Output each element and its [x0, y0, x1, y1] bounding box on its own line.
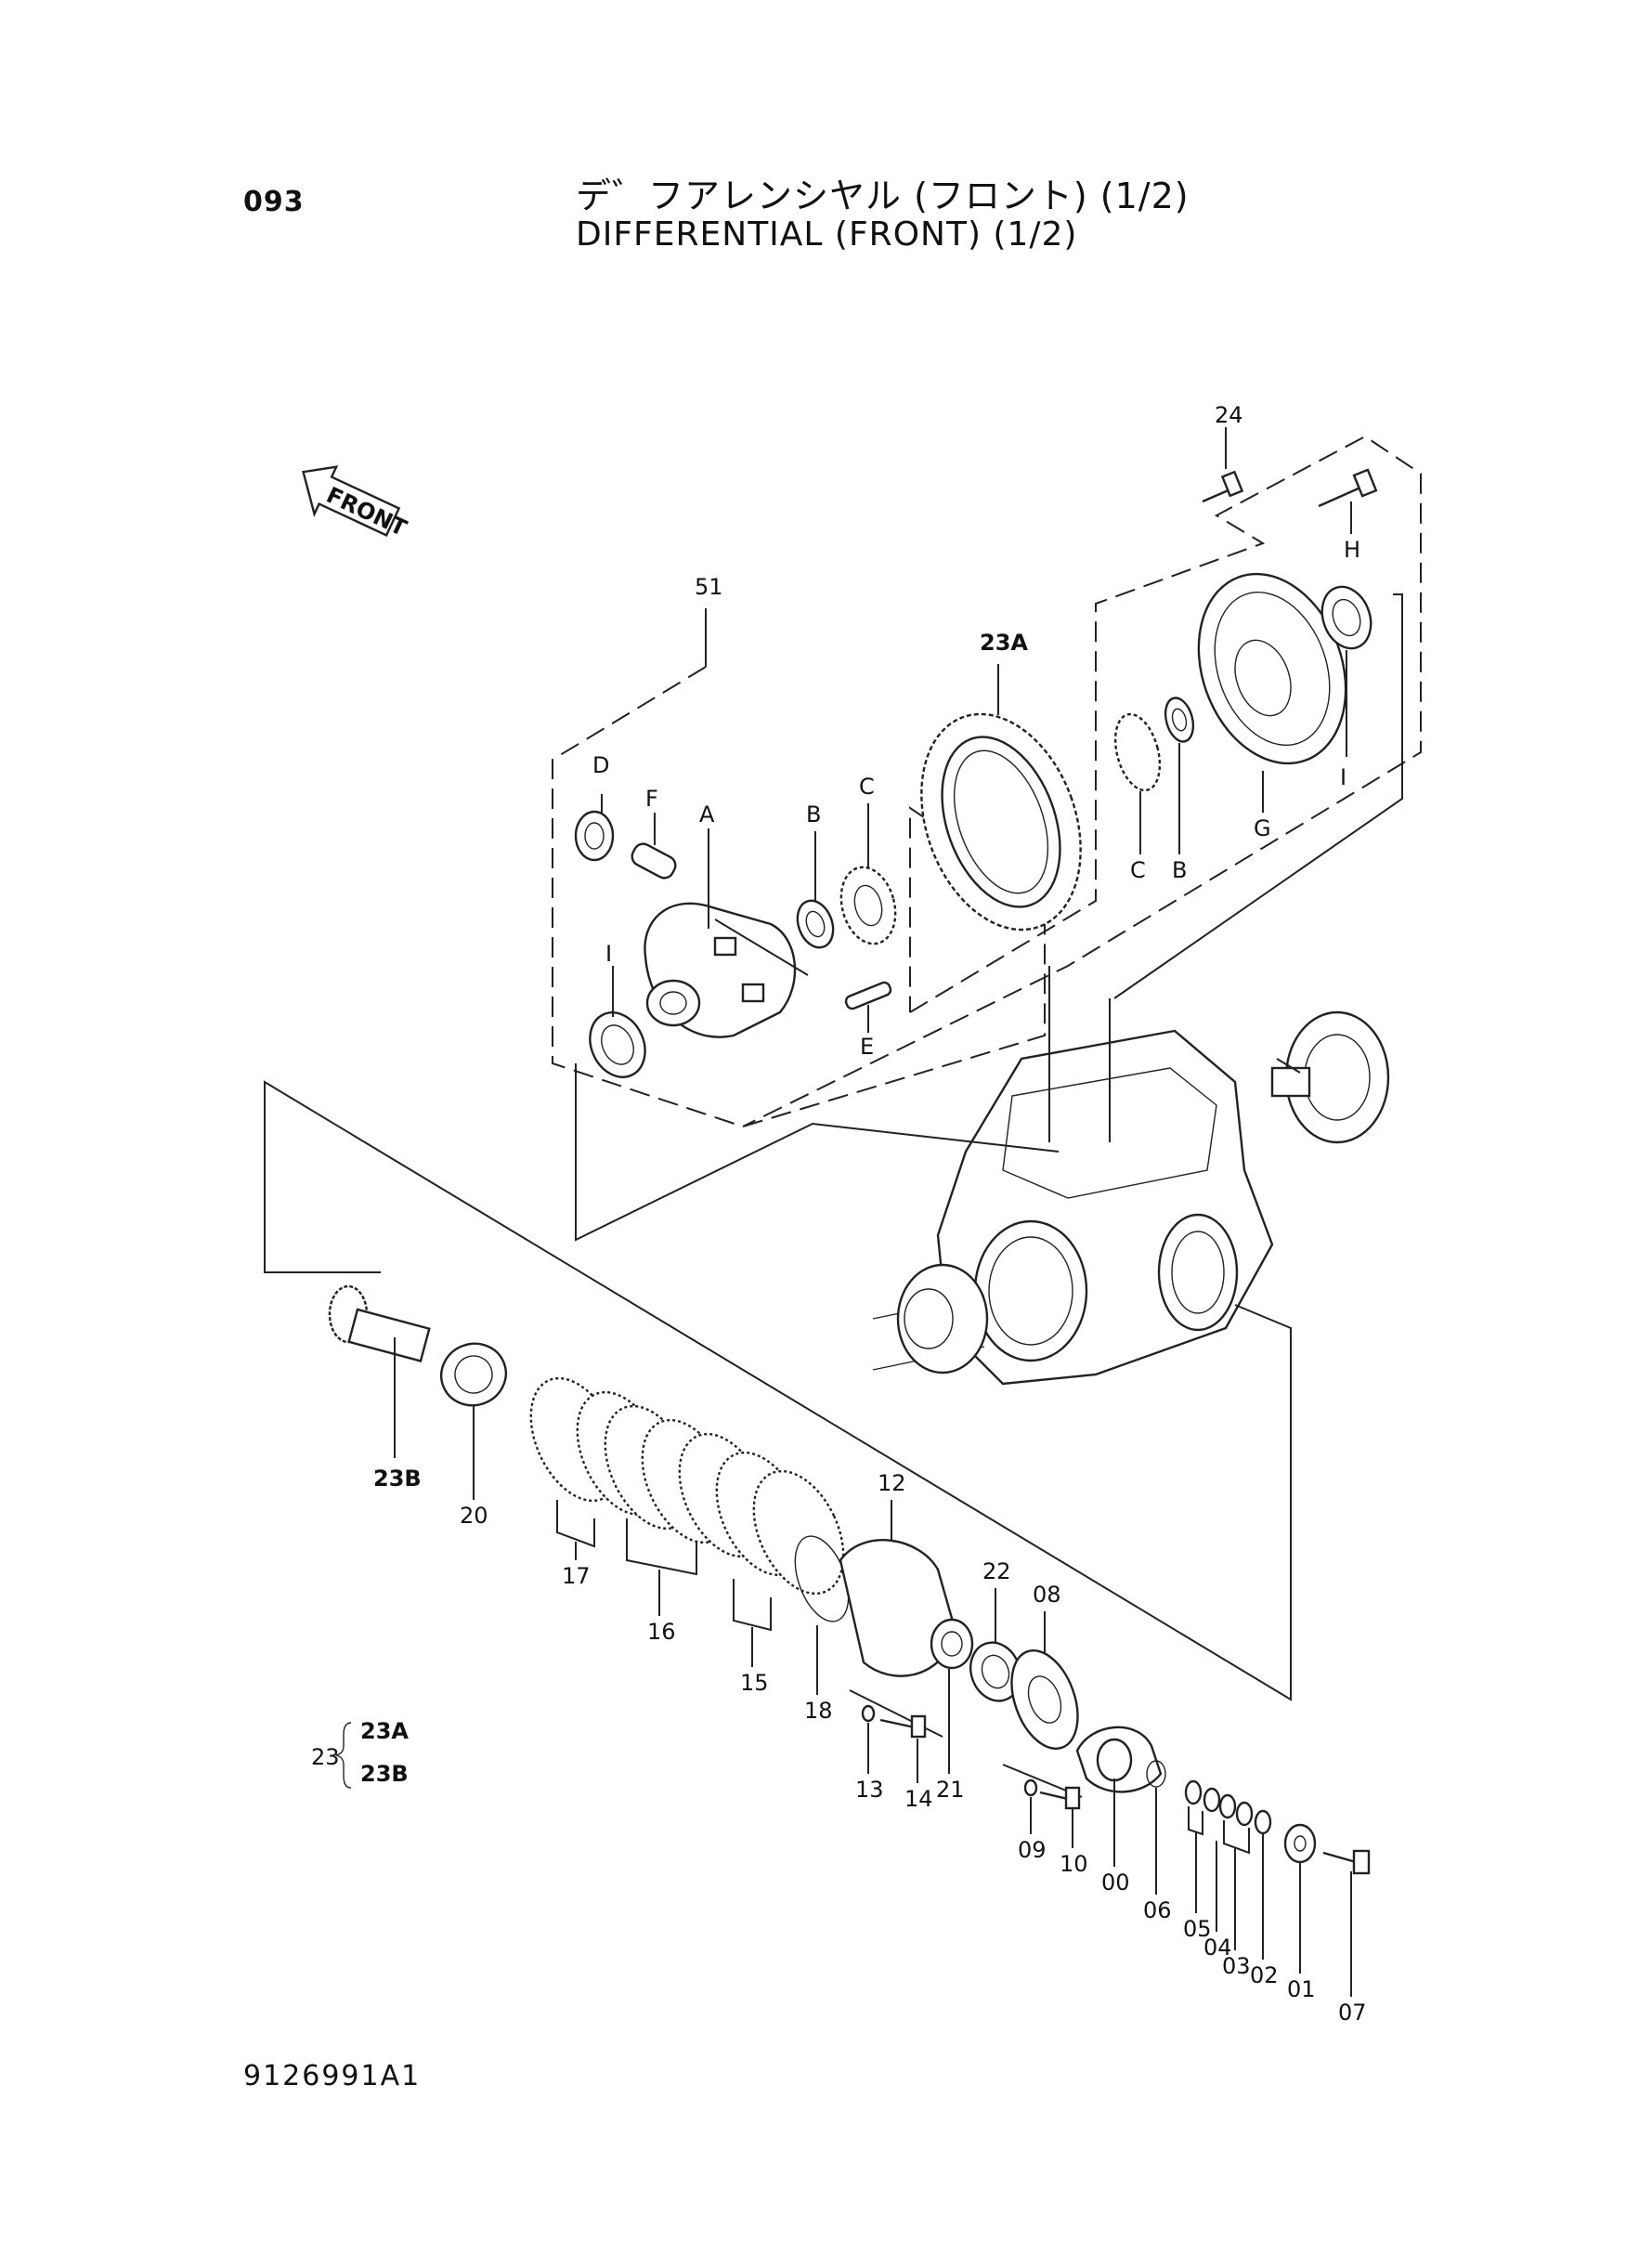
front-arrow-icon: FRONT [302, 465, 411, 541]
callout-15: 15 [740, 1670, 769, 1696]
callout-51: 51 [695, 574, 723, 600]
callout-02: 02 [1250, 1962, 1279, 1988]
pinion-shaft-23B [328, 1284, 431, 1458]
callout-09: 09 [1018, 1837, 1047, 1863]
callout-23B: 23B [373, 1466, 422, 1492]
washer-01 [1283, 1823, 1317, 1974]
callout-I-right: I [1340, 764, 1346, 790]
assembly-bracket [335, 1722, 352, 1789]
pin-F [631, 813, 677, 879]
drawing-number: 9126991A1 [243, 2060, 422, 2092]
callout-18: 18 [804, 1698, 833, 1724]
callout-F: F [645, 786, 658, 812]
washer-stack [1184, 1779, 1272, 1960]
assembly-child-23B: 23B [360, 1761, 409, 1787]
callout-E: E [860, 1034, 874, 1060]
callout-08: 08 [1033, 1582, 1061, 1608]
callout-16: 16 [647, 1619, 676, 1645]
o-ring-06 [1146, 1760, 1166, 1895]
case-12 [839, 1500, 974, 1774]
side-gear-C-right [1113, 712, 1162, 854]
callout-04: 04 [1203, 1935, 1232, 1961]
callout-07: 07 [1338, 2000, 1367, 2026]
callout-00: 00 [1101, 1870, 1130, 1896]
bearing-I-left [589, 966, 646, 1078]
callout-B-left: B [806, 801, 821, 827]
yoke-00 [1075, 1726, 1163, 1867]
callout-G: G [1254, 815, 1271, 841]
bolt-24 [1202, 427, 1244, 503]
washer-B-left [796, 831, 835, 949]
plate-08 [1010, 1611, 1079, 1751]
callout-10: 10 [1060, 1851, 1088, 1877]
callout-13: 13 [855, 1777, 884, 1803]
callout-I-left: I [605, 941, 612, 967]
assembly-frame-line [264, 1080, 1292, 1701]
callout-06: 06 [1143, 1897, 1172, 1923]
title-japanese: デ゛フアレンシヤル (フロント) (1/2) [576, 176, 1190, 216]
case-cover-G [1197, 572, 1347, 813]
clutch-plates [529, 1376, 845, 1596]
axle-housing [872, 1010, 1390, 1386]
callout-12: 12 [878, 1470, 906, 1496]
callout-14: 14 [904, 1786, 933, 1812]
bolt-H [1318, 468, 1378, 534]
differential-case-A [644, 828, 809, 1038]
bearing-I-right [1320, 585, 1372, 757]
title-english: DIFFERENTIAL (FRONT) (1/2) [576, 215, 1078, 254]
pin-E [844, 981, 892, 1033]
callout-B-right: B [1172, 857, 1187, 883]
callout-C-right: C [1130, 857, 1146, 883]
ring-gear-23A [920, 664, 1082, 932]
group-right-outline [742, 435, 1422, 1127]
page-number: 093 [243, 186, 305, 218]
callout-01: 01 [1287, 1976, 1316, 2002]
pinion-gear-D [574, 794, 615, 862]
washer-B-right [1164, 697, 1195, 854]
callout-A: A [699, 801, 715, 827]
callout-20: 20 [460, 1503, 488, 1529]
callout-D: D [592, 752, 609, 778]
bearing-20 [440, 1342, 507, 1500]
assembly-parent-23: 23 [311, 1744, 340, 1770]
callout-05: 05 [1183, 1916, 1212, 1942]
callout-23A: 23A [980, 630, 1028, 656]
callout-03: 03 [1222, 1953, 1251, 1979]
callout-17: 17 [562, 1563, 591, 1589]
group-51-outline [552, 666, 1046, 1128]
assembly-child-23A: 23A [360, 1718, 409, 1744]
callout-22: 22 [982, 1558, 1011, 1584]
callout-H: H [1344, 537, 1360, 563]
callout-C-left: C [859, 774, 875, 800]
callout-24: 24 [1215, 402, 1243, 428]
bolt-14 [849, 1689, 943, 1783]
bolt-07 [1322, 1849, 1371, 1997]
side-gear-C-left [839, 803, 897, 945]
callout-21: 21 [936, 1777, 965, 1803]
bolt-10 [1002, 1764, 1083, 1848]
